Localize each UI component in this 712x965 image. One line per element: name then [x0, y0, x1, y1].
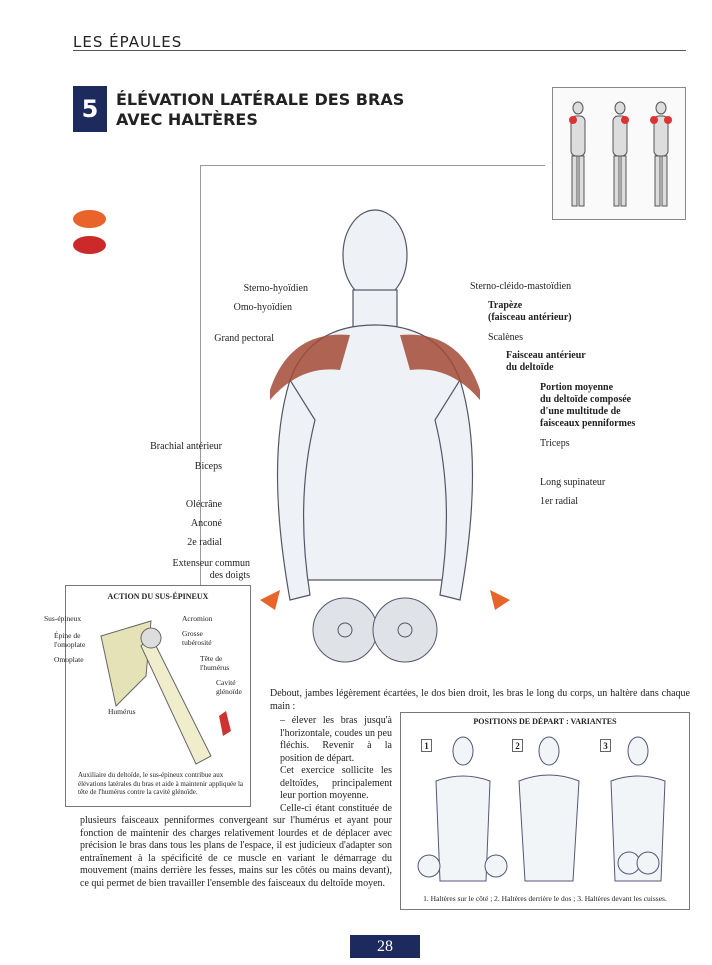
label-line: glénoïde [216, 687, 242, 696]
inset-label-omoplate: Omoplate [54, 655, 84, 664]
inset-title: ACTION DU SUS-ÉPINEUX [107, 592, 209, 601]
header-rule [73, 50, 686, 51]
variants-title: POSITIONS DE DÉPART : VARIANTES [473, 717, 617, 726]
body-paragraph-4: Celle-ci étant constituée de plusieurs f… [80, 803, 392, 891]
label-line: du deltoïde [506, 362, 554, 373]
label-line: Portion moyenne [540, 382, 614, 393]
inset-label-sus-epineux: Sus-épineux [44, 614, 82, 623]
label-omo-hyoidien: Omo-hyoïdien [233, 302, 292, 313]
label-trapeze: Trapèze(faisceau antérieur) [488, 300, 572, 324]
variant-number-3: 3 [600, 739, 611, 752]
label-biceps: Biceps [194, 461, 222, 472]
label-line: Trapèze [488, 300, 523, 311]
body-paragraph-4b: de plusieurs faisceaux penniformes conve… [80, 802, 392, 889]
inset-caption: Auxiliaire du deltoïde, le sus-épineux c… [78, 771, 244, 796]
label-line: Grosse [182, 629, 203, 638]
label-line: faisceaux penniformes [540, 418, 636, 429]
label-ancone: Anconé [190, 518, 222, 529]
label-line: Cavité [216, 678, 236, 687]
page-number: 28 [350, 935, 420, 958]
inset-label-humerus: Humérus [108, 707, 136, 716]
variant-number-1: 1 [421, 739, 432, 752]
label-triceps: Triceps [540, 438, 570, 449]
label-line: Tête de [200, 654, 223, 663]
label-line: Épine de [54, 631, 81, 640]
variants-caption: 1. Haltères sur le côté ; 2. Haltères de… [423, 894, 667, 903]
label-line: (faisceau antérieur) [488, 312, 572, 323]
label-line: Extenseur commun [172, 558, 250, 569]
label-2e-radial: 2e radial [187, 537, 222, 548]
body-paragraph-3: Cet exercice sollicite les deltoïdes, pr… [280, 765, 392, 801]
label-line: des doigts [209, 570, 250, 581]
inset-label-acromion: Acromion [182, 614, 213, 623]
title-line-1: ÉLÉVATION LATÉRALE DES BRAS [116, 90, 405, 109]
body-paragraph-4a: Celle-ci étant constituée [280, 802, 379, 814]
anatomy-figure [250, 200, 520, 675]
figure-frame-line [200, 165, 201, 672]
inset-wrap-spacer [80, 715, 280, 813]
supraspinatus-inset: ACTION DU SUS-ÉPINEUX Sus-épineux Épine … [44, 585, 251, 807]
exercise-title: ÉLÉVATION LATÉRALE DES BRAS AVEC HALTÈRE… [116, 90, 404, 130]
label-line: l'humérus [200, 663, 230, 672]
label-sterno-cleido: Sterno-cléido-mastoïdien [470, 281, 572, 292]
orange-oval-marker [73, 210, 106, 228]
red-oval-marker [73, 236, 106, 254]
label-olecrane: Olécrâne [185, 499, 222, 510]
label-sterno-hyoidien: Sterno-hyoïdien [243, 283, 308, 294]
figure-frame-line [200, 165, 545, 166]
label-scalenes: Scalènes [488, 332, 523, 343]
variants-box: POSITIONS DE DÉPART : VARIANTES 1 2 3 1.… [400, 712, 690, 910]
body-text-flow: – élever les bras jusqu'à l'horizontale,… [80, 715, 392, 890]
label-brachial-anterieur: Brachial antérieur [150, 441, 222, 452]
body-paragraph-2: – élever les bras jusqu'à l'horizontale,… [280, 715, 392, 764]
label-1er-radial: 1er radial [540, 496, 579, 507]
muscle-thumbnail-figure [552, 87, 686, 220]
label-grand-pectoral: Grand pectoral [214, 333, 274, 344]
section-header: LES ÉPAULES [73, 33, 183, 51]
exercise-number: 5 [73, 86, 107, 132]
label-line: Faisceau antérieur [506, 350, 586, 361]
body-paragraph-1: Debout, jambes légèrement écartées, le d… [270, 688, 690, 712]
title-line-2: AVEC HALTÈRES [116, 110, 258, 129]
label-line: tubérosité [182, 638, 212, 647]
label-long-supinateur: Long supinateur [540, 477, 606, 488]
label-line: d'une multitude de [540, 406, 621, 417]
label-line: du deltoïde composée [540, 394, 632, 405]
variant-number-2: 2 [512, 739, 523, 752]
label-line: l'omoplate [54, 640, 86, 649]
